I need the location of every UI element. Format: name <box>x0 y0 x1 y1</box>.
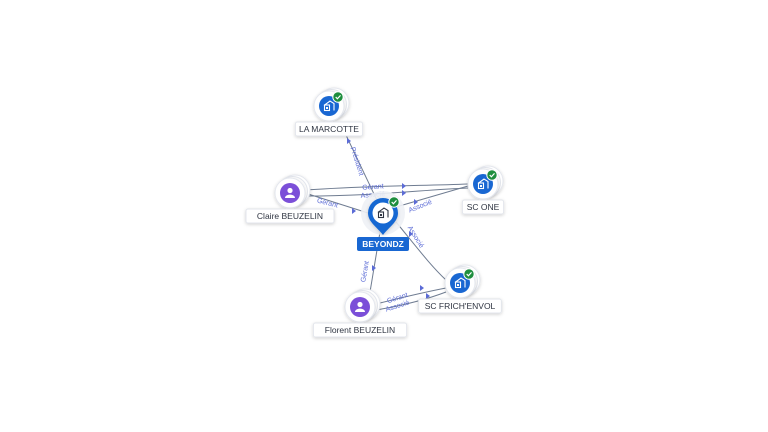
center-label[interactable]: BEYONDZ <box>357 237 409 251</box>
edge-line <box>375 291 447 311</box>
edge-arrow-icon <box>372 265 376 271</box>
edge-arrow-icon <box>420 285 424 291</box>
edge-line <box>304 187 469 197</box>
node-florent-beuzelin[interactable]: Florent BEUZELIN <box>312 288 408 338</box>
edge-line <box>304 183 469 191</box>
edge-arrow-icon <box>402 183 406 189</box>
edge-label: Associé <box>408 199 433 215</box>
edge-arrow-icon <box>347 138 351 144</box>
node-label-sc-frich-envol[interactable]: SC FRICH'ENVOL <box>418 298 502 314</box>
node-claire-beuzelin[interactable]: Claire BEUZELIN <box>245 174 335 224</box>
edge-arrow-icon <box>352 208 356 214</box>
node-label-text: LA MARCOTTE <box>299 124 359 134</box>
edge-line <box>375 287 447 305</box>
node-sc-frich-envol[interactable]: SC FRICH'ENVOL <box>418 264 502 314</box>
edge-arrow-icon <box>414 199 418 205</box>
check-icon <box>332 91 344 103</box>
node-center-beyondz[interactable]: BEYONDZ <box>357 191 409 251</box>
node-label-claire-beuzelin[interactable]: Claire BEUZELIN <box>245 208 335 224</box>
node-label-text: Florent BEUZELIN <box>325 325 395 335</box>
node-label-sc-one[interactable]: SC ONE <box>461 199 505 215</box>
edge-arrow-icon <box>409 231 413 237</box>
edge-arrow-icon <box>426 293 430 299</box>
node-label-la-marcotte[interactable]: LA MARCOTTE <box>294 121 364 137</box>
edge-label: Gérant <box>360 261 371 283</box>
node-label-text: SC FRICH'ENVOL <box>425 301 496 311</box>
edge-label: Président <box>349 146 365 176</box>
building-icon <box>377 207 389 219</box>
edge-line <box>395 221 447 281</box>
building-icon <box>477 178 489 190</box>
building-icon <box>454 277 466 289</box>
edge-label: Gérant <box>316 198 339 210</box>
nodes-layer: LA MARCOTTE SC ONE Claire BEUZELIN SC FRICH… <box>245 87 505 338</box>
check-icon <box>388 196 400 208</box>
edge-line <box>395 185 469 208</box>
node-label-text: SC ONE <box>467 202 500 212</box>
check-icon <box>463 268 475 280</box>
center-label-text: BEYONDZ <box>362 239 404 249</box>
person-icon <box>355 301 365 312</box>
edge-arrow-icon <box>402 190 406 196</box>
node-sc-one[interactable]: SC ONE <box>461 165 505 215</box>
edge-label: Gérant <box>362 183 384 191</box>
check-icon <box>486 169 498 181</box>
person-icon <box>285 187 295 198</box>
node-la-marcotte[interactable]: LA MARCOTTE <box>294 87 364 137</box>
node-label-text: Claire BEUZELIN <box>257 211 323 221</box>
node-label-florent-beuzelin[interactable]: Florent BEUZELIN <box>312 322 408 338</box>
edge-claire-beuzelin-sc-one: Gérant <box>304 183 469 192</box>
building-icon <box>323 100 335 112</box>
